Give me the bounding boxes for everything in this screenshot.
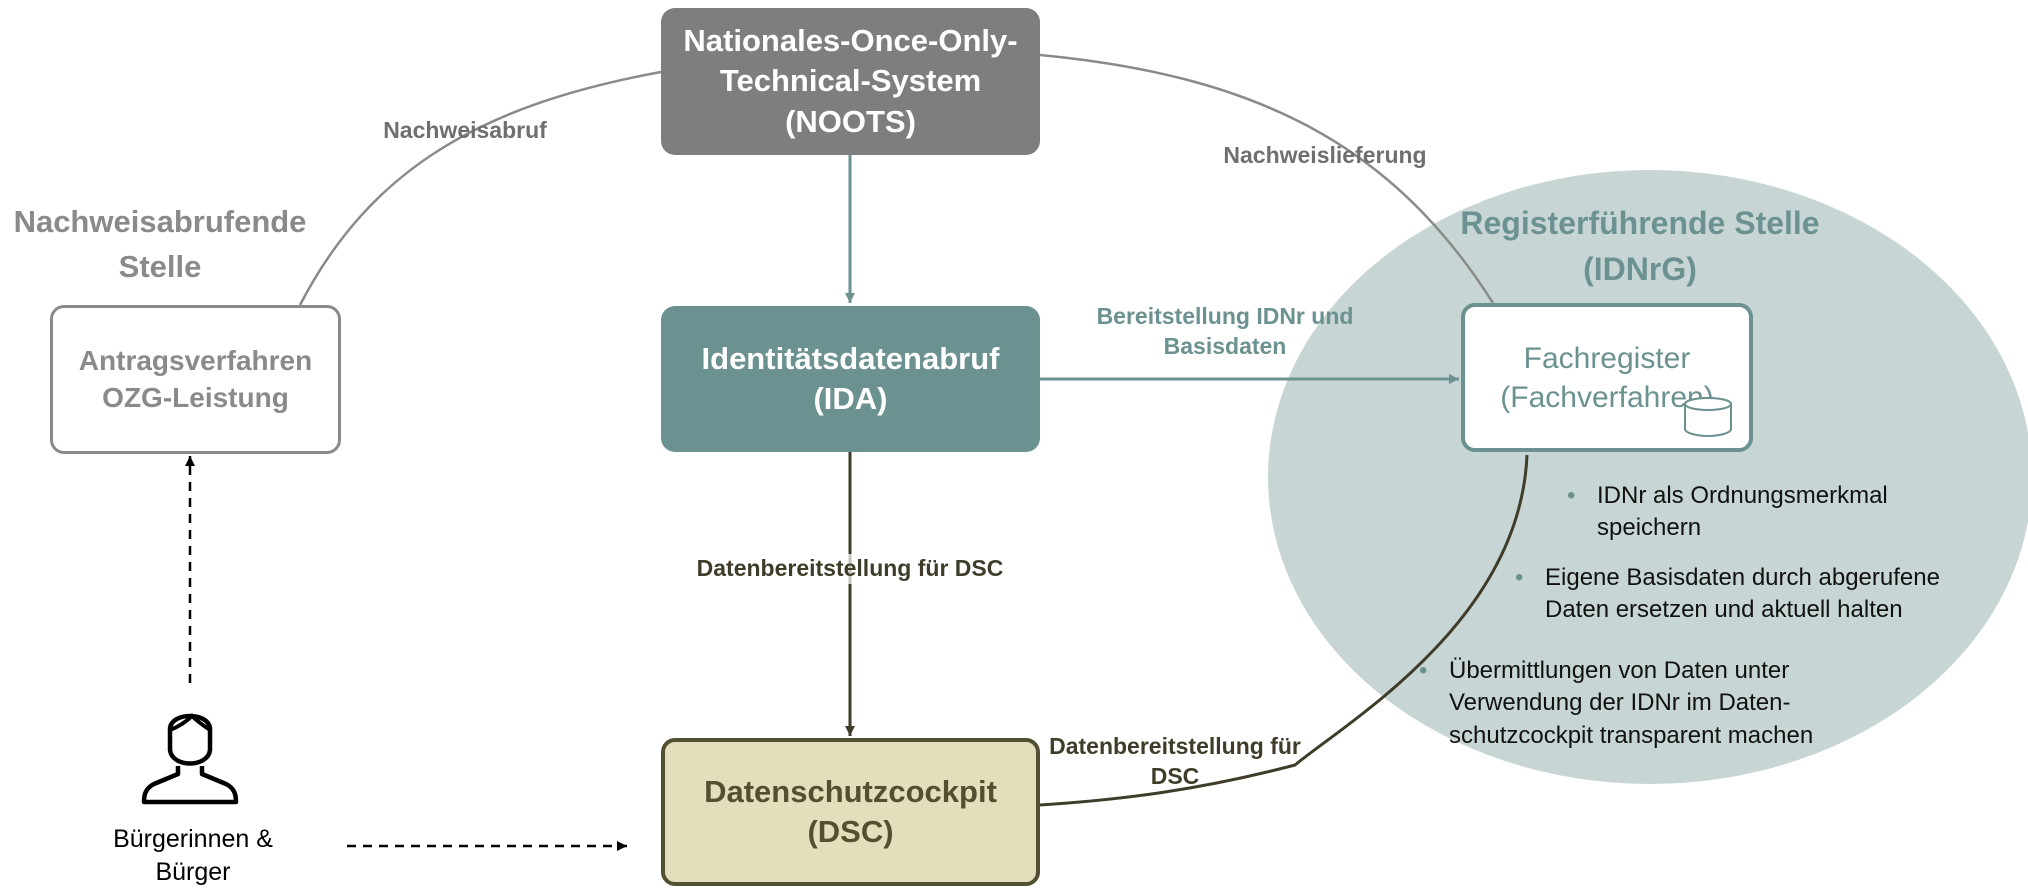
antragsverfahren-box: Antragsverfahren OZG-Leistung [50, 305, 341, 454]
bullet-item: Eigene Basisdaten durch abgerufene Daten… [1515, 562, 1985, 627]
fachregister-box: Fachregister (Fachverfahren) [1461, 303, 1753, 452]
ida-box: Identitätsdatenabruf (IDA) [661, 306, 1040, 452]
buerger-label: Bürgerinnen & Bürger [113, 825, 273, 886]
dsc-box: Datenschutzcockpit (DSC) [661, 738, 1040, 886]
bullet-list-1: IDNr als Ordnungsmerkmal speichern [1567, 480, 1987, 545]
nachweislieferung-line [1039, 53, 1495, 304]
bullet-list-3: Übermittlungen von Daten unter Verwendun… [1419, 655, 1889, 752]
nachweisabruf-line [298, 70, 662, 306]
bullet-list-2: Eigene Basisdaten durch abgerufene Daten… [1515, 562, 1985, 627]
person-icon [141, 713, 239, 805]
nachweisabrufende-stelle-heading: Nachweisabrufende Stelle [13, 204, 307, 284]
datenbereitstellung-center-label: Datenbereitstellung für DSC [695, 554, 1005, 584]
dsc-label: Datenschutzcockpit (DSC) [704, 773, 997, 849]
bereitstellung-label: Bereitstellung IDNr und Basisdaten [1096, 303, 1354, 359]
antragsverfahren-label: Antragsverfahren OZG-Leistung [78, 345, 313, 413]
ida-label: Identitätsdatenabruf (IDA) [701, 340, 1000, 416]
datenbereitstellung-right-label: Datenbereitstellung für DSC [1049, 733, 1301, 789]
nachweislieferung-label: Nachweislieferung [1223, 142, 1427, 168]
nachweisabruf-label: Nachweisabruf [383, 117, 547, 143]
noots-label: Nationales-Once-Only-Technical-System (N… [683, 23, 1018, 139]
database-icon [1684, 397, 1732, 438]
fachregister-label: Fachregister (Fachverfahren) [1500, 341, 1714, 414]
bullet-item: IDNr als Ordnungsmerkmal speichern [1567, 480, 1987, 545]
fachregister-to-dsc-line [1039, 454, 1529, 807]
bullet-item: Übermittlungen von Daten unter Verwendun… [1419, 655, 1889, 752]
registerfuehrende-stelle-heading: Registerführende Stelle (IDNrG) [1460, 205, 1820, 288]
noots-box: Nationales-Once-Only-Technical-System (N… [661, 8, 1040, 155]
